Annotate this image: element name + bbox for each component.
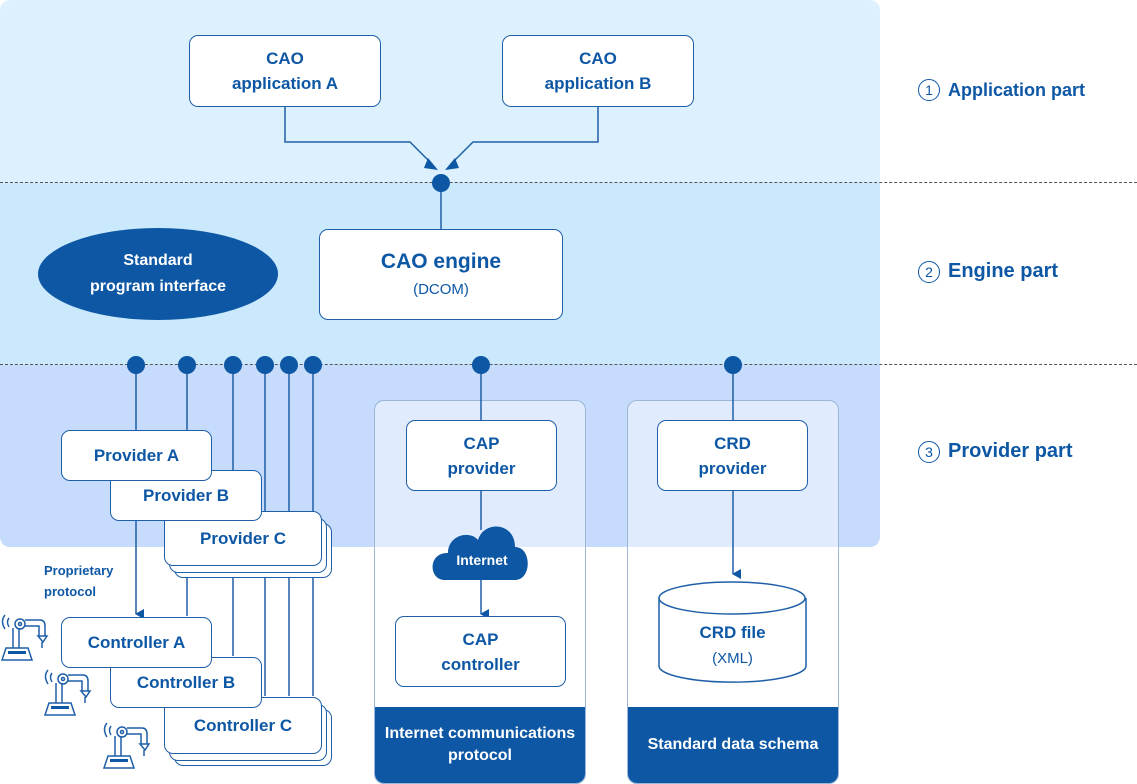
controller-a-box[interactable]: Controller A <box>61 617 212 668</box>
application-layer-band <box>0 0 880 183</box>
cap-provider-box[interactable]: CAP provider <box>406 420 557 491</box>
crd-provider-box[interactable]: CRD provider <box>657 420 808 491</box>
cap-provider-line2: provider <box>447 458 516 478</box>
arrowhead-app-b <box>445 158 459 170</box>
app-a-line1: CAO <box>266 49 304 68</box>
internet-cloud-label: Internet <box>456 552 508 568</box>
circled-number-icon: 3 <box>918 440 940 463</box>
controller-c-label: Controller C <box>193 716 293 735</box>
provider-a-label: Provider A <box>93 446 180 465</box>
circled-number-icon: 2 <box>918 260 940 283</box>
provider-b-label: Provider B <box>143 486 229 505</box>
interface-line2: program interface <box>89 278 227 295</box>
crd-provider-line1: CRD <box>714 433 751 453</box>
cao-engine-box[interactable]: CAO engine (DCOM) <box>319 229 563 320</box>
crd-file-line1: CRD file <box>699 623 766 642</box>
robot-arm-icon <box>0 614 49 661</box>
layer-label-provider: 3 Provider part <box>918 440 1072 463</box>
node-dot-provider-c4 <box>304 356 322 374</box>
database-cylinder-icon <box>658 581 807 683</box>
crd-panel-footer: Standard data schema <box>628 707 838 783</box>
robot-arm-icon <box>103 722 150 769</box>
controller-b-label: Controller B <box>136 673 236 692</box>
app-b-line1: CAO <box>579 49 617 68</box>
layer-divider-engine-provider <box>0 364 1137 365</box>
app-b-line2: application B <box>544 74 652 93</box>
cap-footer-line2: protocol <box>448 747 512 764</box>
controller-a-label: Controller A <box>87 633 186 652</box>
node-dot-provider-c2 <box>256 356 274 374</box>
circled-number-icon: 1 <box>918 79 940 101</box>
app-a-line2: application A <box>231 74 339 93</box>
proprietary-protocol-note: Proprietary protocol <box>44 560 113 602</box>
node-dot-provider-c1 <box>224 356 242 374</box>
node-dot-provider-b <box>178 356 196 374</box>
cap-controller-line2: controller <box>441 654 520 674</box>
cap-controller-line1: CAP <box>462 629 499 649</box>
crd-provider-line2: provider <box>698 458 767 478</box>
node-dot-crd <box>724 356 742 374</box>
connector-app-a <box>284 106 433 165</box>
robot-arm-icon <box>44 669 91 716</box>
provider-c-label: Provider C <box>200 529 286 548</box>
crd-file-label: CRD file (XML) <box>659 620 806 672</box>
arrowhead-app-a <box>424 158 438 170</box>
node-dot-provider-c3 <box>280 356 298 374</box>
cap-provider-line1: CAP <box>463 433 500 453</box>
interface-line1: Standard <box>123 252 193 269</box>
cap-footer-line1: Internet communications <box>384 725 576 742</box>
cao-application-a-box[interactable]: CAO application A <box>189 35 381 107</box>
cap-panel-footer: Internet communications protocol <box>375 707 585 783</box>
internet-cloud-icon <box>432 526 528 580</box>
node-dot-engine <box>432 174 450 192</box>
layer-label-engine: 2 Engine part <box>918 260 1058 283</box>
crd-footer-label: Standard data schema <box>647 736 819 753</box>
node-dot-provider-a <box>127 356 145 374</box>
connector-app-b <box>450 106 599 165</box>
layer-label-text: Provider part <box>948 440 1073 462</box>
node-dot-cap <box>472 356 490 374</box>
engine-title: CAO engine <box>380 250 502 273</box>
note-line1: Proprietary <box>44 563 114 578</box>
cao-application-b-box[interactable]: CAO application B <box>502 35 694 107</box>
layer-divider-app-engine <box>0 182 1137 183</box>
cap-controller-box[interactable]: CAP controller <box>395 616 566 687</box>
layer-label-application: 1 Application part <box>918 79 1085 101</box>
note-line2: protocol <box>44 584 96 599</box>
standard-program-interface-badge: Standard program interface <box>38 228 278 320</box>
layer-label-text: Engine part <box>948 260 1059 282</box>
engine-subtitle: (DCOM) <box>413 281 469 298</box>
crd-file-line2: (XML) <box>712 650 753 667</box>
provider-a-box[interactable]: Provider A <box>61 430 212 481</box>
layer-label-text: Application part <box>948 79 1086 100</box>
